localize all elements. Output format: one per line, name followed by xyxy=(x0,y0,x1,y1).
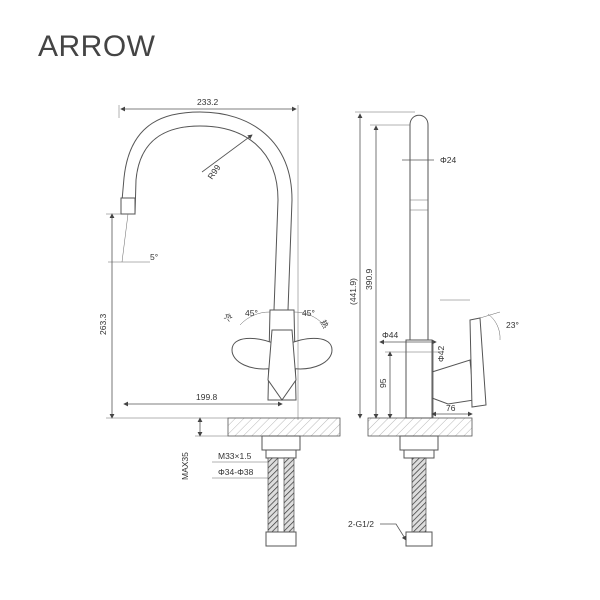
front-handle-right xyxy=(285,337,333,370)
dim-handle-height: 95 xyxy=(378,378,388,388)
front-mount-washer xyxy=(265,449,297,459)
front-hose-right xyxy=(283,457,295,533)
dim-handle-angle: 23° xyxy=(506,320,519,330)
dim-thread: M33×1.5 xyxy=(218,451,252,461)
dim-handle-right-angle: 45° xyxy=(302,308,315,318)
front-spout xyxy=(120,111,293,311)
dim-radius: R99 xyxy=(205,162,222,181)
front-aerator xyxy=(120,197,136,215)
dim-spout-height: 390.9 xyxy=(364,268,374,290)
front-hose-fitting xyxy=(265,531,297,547)
front-deck xyxy=(227,417,341,437)
front-mount-nut xyxy=(261,435,301,451)
side-lever xyxy=(469,317,487,408)
dim-handle-left-angle: 45° xyxy=(245,308,258,318)
dim-depth: 76 xyxy=(446,403,456,413)
side-spout xyxy=(409,114,429,341)
side-mount-washer xyxy=(403,449,435,459)
dim-base-dia: Φ42 xyxy=(436,345,446,362)
side-hose xyxy=(411,457,427,533)
hot-mark-icon: 热 xyxy=(318,318,331,330)
dim-spout-angle: 5° xyxy=(150,252,158,262)
cold-mark-icon: 冷 xyxy=(222,311,235,323)
front-handle-core xyxy=(267,329,297,401)
front-hose-left xyxy=(267,457,279,533)
front-view: 233.2 R99 5° 263.3 45° 45° 冷 热 199.8 MAX… xyxy=(98,97,341,547)
dim-hose: 2-G1/2 xyxy=(348,519,374,529)
dim-height: 263.3 xyxy=(98,313,108,335)
dim-width-top: 233.2 xyxy=(197,97,219,107)
dim-spout-dia: Φ24 xyxy=(440,155,457,165)
side-body xyxy=(405,339,433,419)
side-hose-fitting xyxy=(405,531,433,547)
dim-total-height: (441.9) xyxy=(348,278,358,305)
side-mount-nut xyxy=(399,435,439,451)
dim-max-deck: MAX35 xyxy=(180,452,190,480)
side-view: (441.9) 390.9 Φ24 23° Φ44 Φ42 95 76 2-G1… xyxy=(348,111,519,547)
dim-base-dia-small: Φ44 xyxy=(382,330,399,340)
brand-logo: ARROW xyxy=(38,30,156,63)
dim-width-bottom: 199.8 xyxy=(196,392,218,402)
side-handle xyxy=(431,359,475,405)
dim-hole-range: Φ34-Φ38 xyxy=(218,467,254,477)
side-deck xyxy=(367,417,473,437)
front-handle-left xyxy=(231,337,279,370)
